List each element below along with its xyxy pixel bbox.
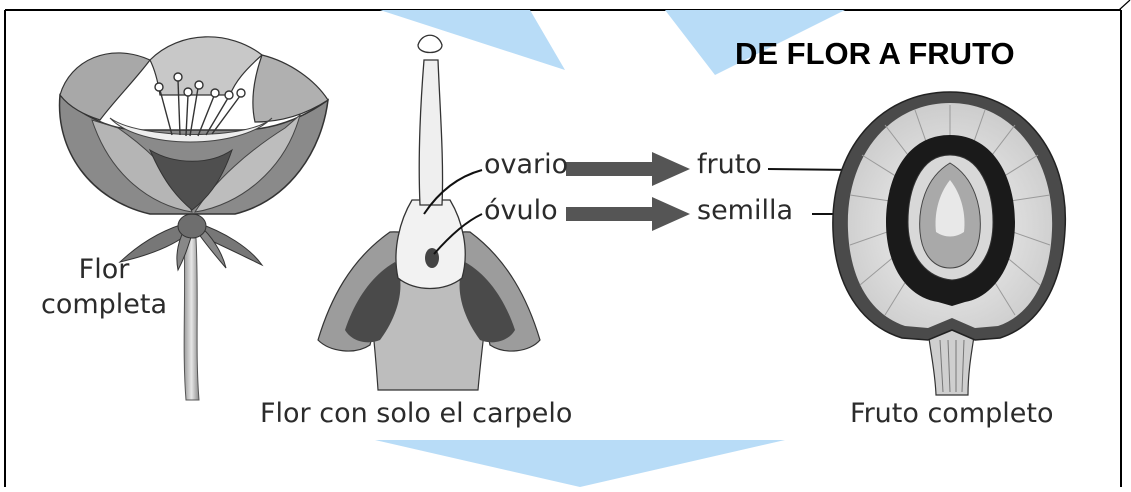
- label-flor-completa-line1: Flor: [24, 253, 184, 288]
- label-flor-carpelo: Flor con solo el carpelo: [260, 398, 572, 430]
- label-ovario: ovario: [484, 149, 568, 181]
- label-flor-completa-line2: completa: [24, 288, 184, 323]
- label-ovulo: óvulo: [484, 195, 558, 227]
- label-semilla: semilla: [697, 195, 793, 227]
- label-fruto: fruto: [697, 149, 762, 181]
- complete-flower-illustration: [60, 37, 328, 400]
- label-flor-completa: Flor completa: [24, 253, 184, 322]
- complete-fruit-illustration: [833, 92, 1065, 395]
- label-fruto-completo: Fruto completo: [850, 398, 1054, 430]
- arrow-ovario-to-fruto: [566, 152, 690, 186]
- arrow-ovulo-to-semilla: [566, 197, 690, 231]
- diagram-title: DE FLOR A FRUTO: [735, 36, 1015, 72]
